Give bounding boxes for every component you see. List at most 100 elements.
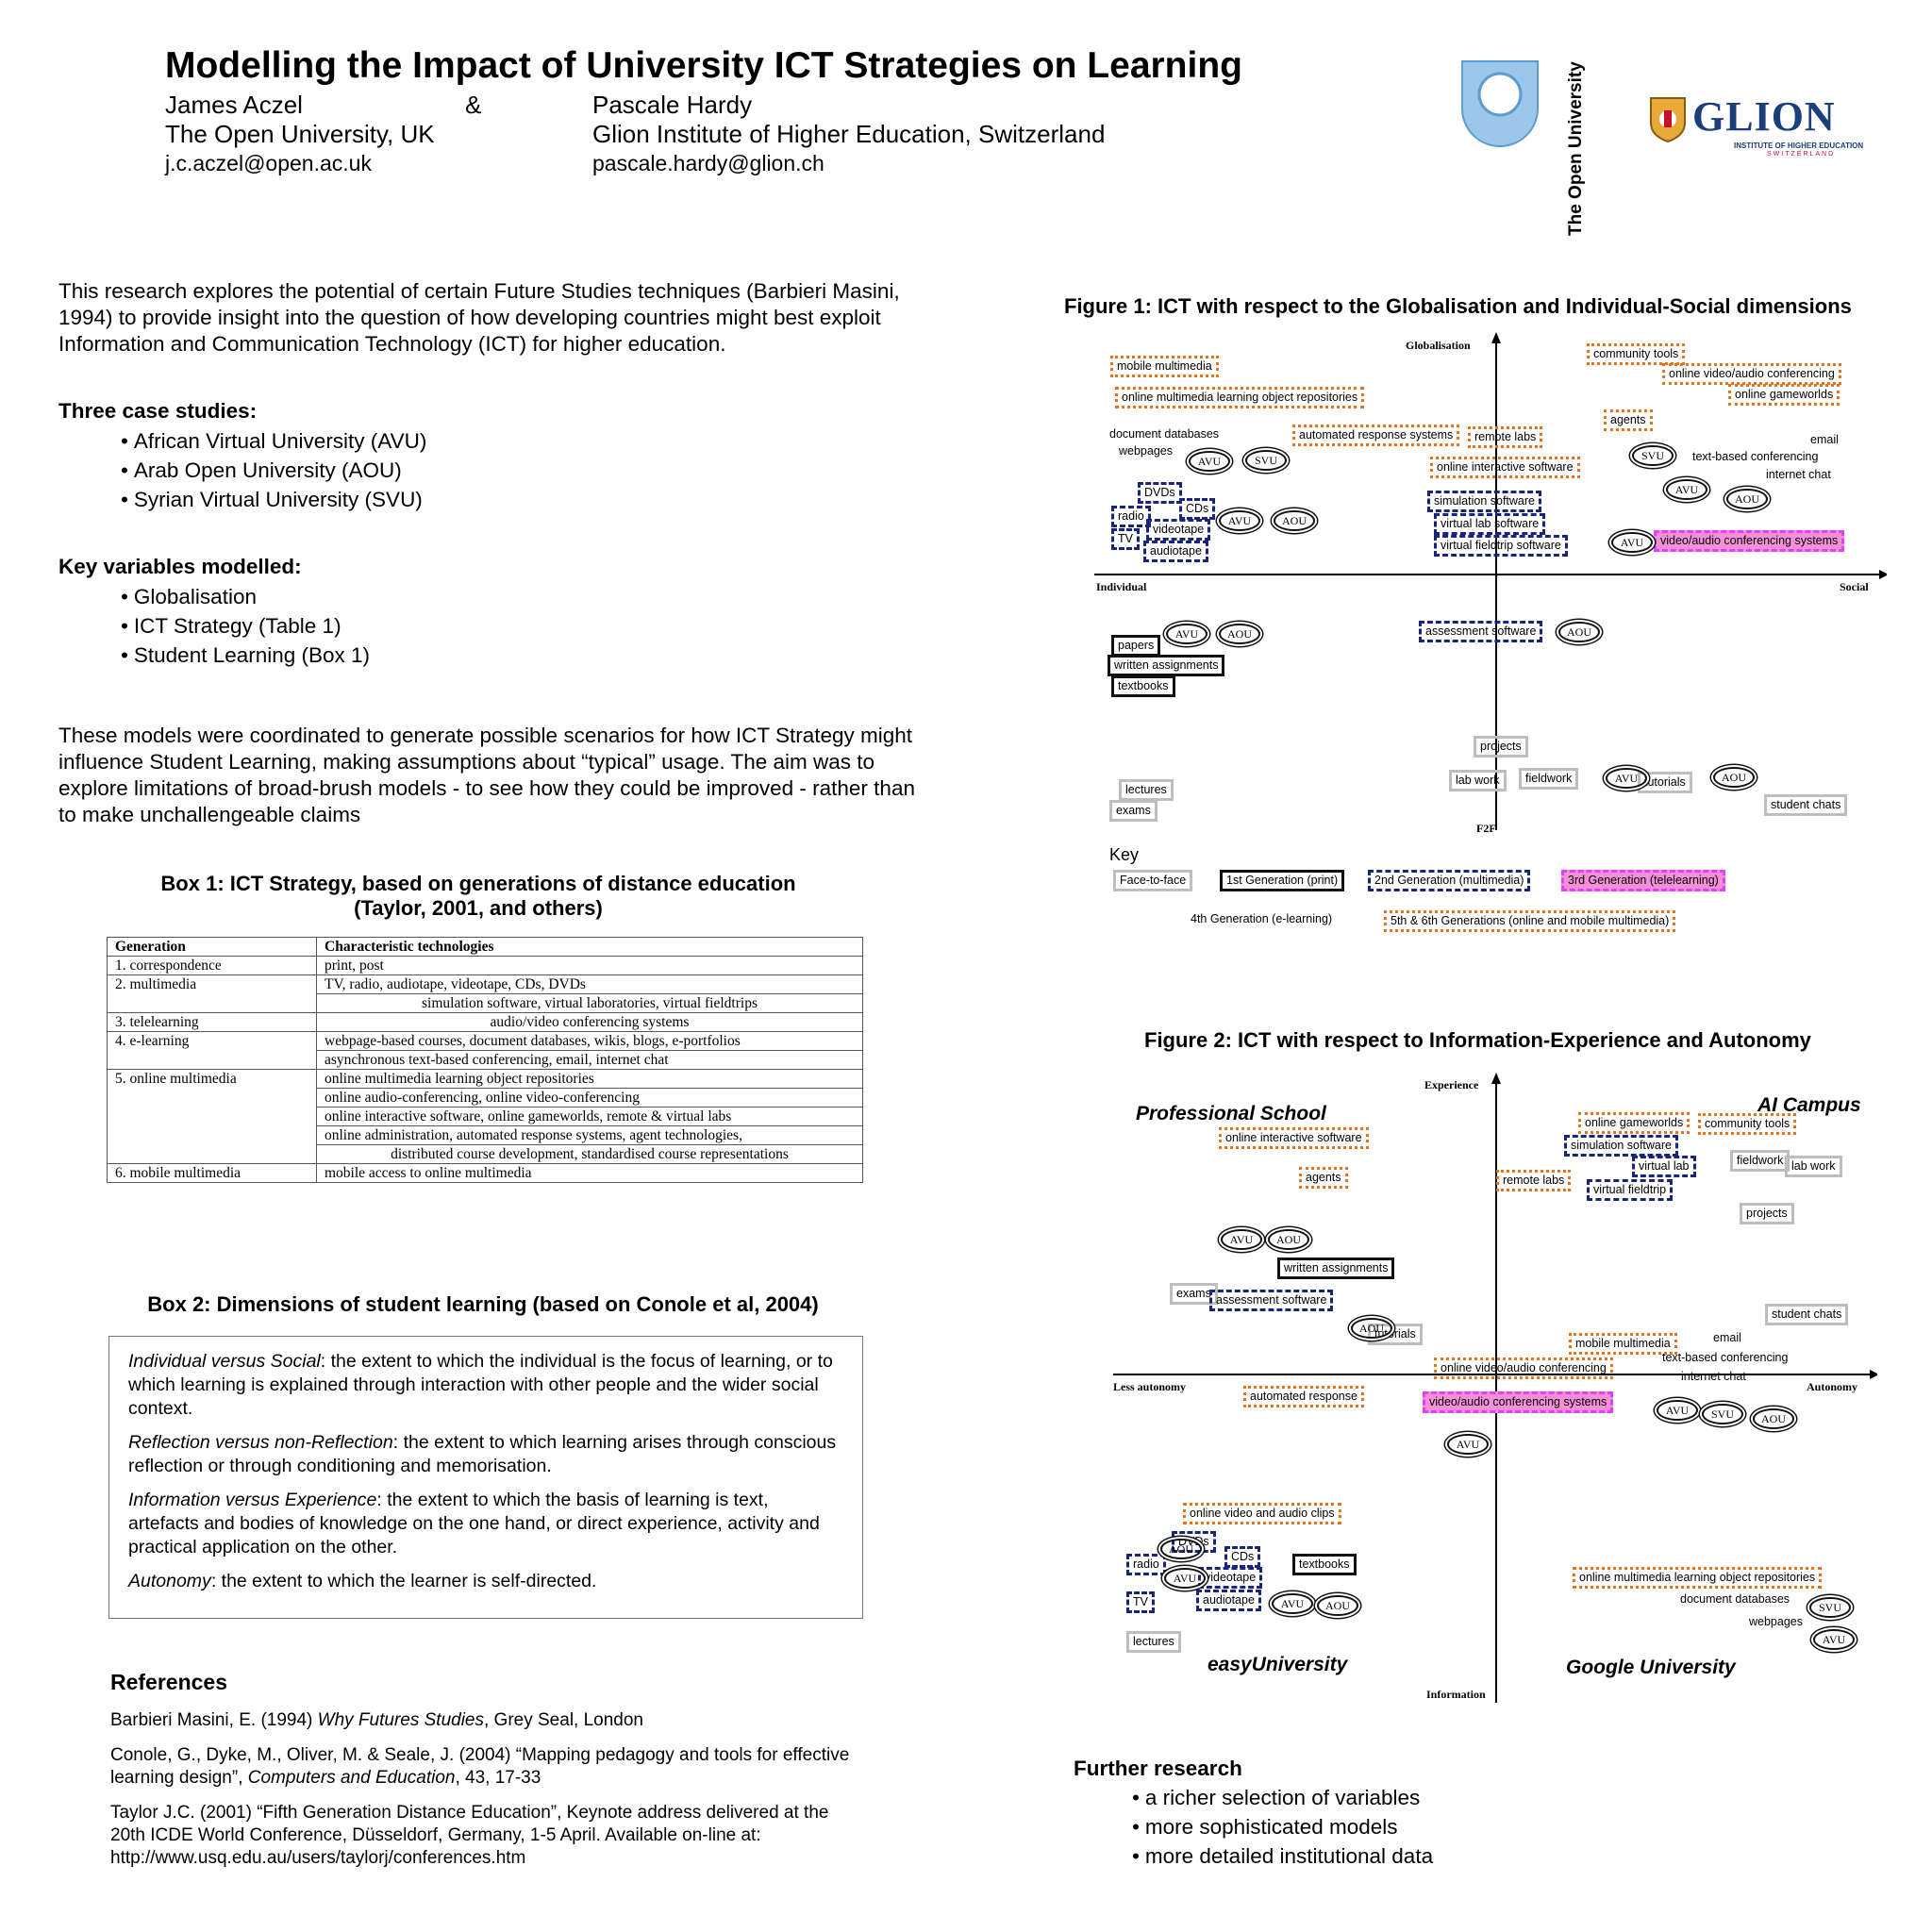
list-item: ICT Strategy (Table 1): [121, 611, 370, 641]
fig2-oval-avu: AVU: [1272, 1593, 1313, 1614]
box2-item: Autonomy: the extent to which the learne…: [128, 1570, 843, 1593]
box2-desc: : the extent to which the learner is sel…: [210, 1571, 597, 1591]
box2-term: Autonomy: [128, 1571, 211, 1591]
key-vars-list: Globalisation ICT Strategy (Table 1) Stu…: [121, 582, 370, 670]
fig2-label: audiotape: [1196, 1590, 1261, 1611]
fig2-oval-avu: AVU: [1447, 1434, 1489, 1455]
fig2-label: simulation software: [1564, 1135, 1678, 1157]
box2-item: Individual versus Social: the extent to …: [128, 1350, 843, 1421]
key-g56: 5th & 6th Generations (online and mobile…: [1384, 910, 1676, 932]
fig1-label: online multimedia learning object reposi…: [1115, 387, 1365, 408]
fig2-label: fieldwork: [1730, 1150, 1790, 1172]
fig1-oval-avu: AVU: [1606, 768, 1647, 789]
fig2-label: virtual fieldtrip: [1587, 1179, 1674, 1201]
box2-panel: Individual versus Social: the extent to …: [108, 1336, 863, 1619]
fig2-label: written assignments: [1277, 1257, 1395, 1279]
fig1-label: videotape: [1146, 519, 1211, 541]
list-item: Syrian Virtual University (SVU): [121, 485, 426, 514]
quadrant-ai-campus: AI Campus: [1757, 1094, 1861, 1116]
list-item: more detailed institutional data: [1132, 1841, 1433, 1871]
reference-item: Barbieri Masini, E. (1994) Why Futures S…: [110, 1709, 865, 1732]
author1-name: James Aczel: [165, 91, 303, 119]
generations-table: Generation Characteristic technologies 1…: [107, 937, 863, 1183]
author2-email: pascale.hardy@glion.ch: [592, 151, 824, 175]
table-cell: online audio-conferencing, online video-…: [316, 1088, 863, 1108]
fig1-label: student chats: [1764, 794, 1848, 816]
key-g2: 2nd Generation (multimedia): [1368, 870, 1531, 891]
fig1-oval-aou: AOU: [1274, 510, 1315, 531]
ampersand: &: [465, 91, 482, 119]
fig2-oval-aou: AOU: [1160, 1539, 1202, 1559]
fig2-label: TV: [1126, 1591, 1155, 1613]
fig1-axis-top: Globalisation: [1406, 339, 1471, 352]
open-university-logo-text: The Open University: [1566, 61, 1586, 236]
quadrant-google-university: Google University: [1566, 1657, 1736, 1678]
fig1-label: online gameworlds: [1728, 384, 1840, 406]
further-research-list: a richer selection of variables more sop…: [1132, 1783, 1433, 1871]
fig2-label: video/audio conferencing systems: [1423, 1391, 1614, 1413]
glion-name: GLION: [1692, 93, 1836, 140]
fig1-oval-svu: SVU: [1632, 445, 1674, 466]
fig1-label: radio: [1111, 506, 1151, 527]
table-row: 3. telelearning audio/video conferencing…: [107, 1012, 863, 1032]
list-item: more sophisticated models: [1132, 1812, 1433, 1841]
ref-italic: Why Futures Studies: [317, 1710, 484, 1730]
key-g4: 4th Generation (e-learning): [1191, 912, 1333, 925]
ref-text: Taylor J.C. (2001) “Fifth Generation Dis…: [110, 1803, 829, 1868]
fig2-oval-aou: AOU: [1317, 1595, 1358, 1616]
fig2-label: document databases: [1680, 1592, 1790, 1606]
fig2-axis-right: Autonomy: [1807, 1380, 1858, 1393]
fig1-label: document databases: [1109, 427, 1220, 441]
coordination-paragraph: These models were coordinated to generat…: [58, 724, 915, 826]
fig1-label: DVDs: [1138, 482, 1182, 504]
fig1-oval-avu: AVU: [1219, 510, 1260, 531]
fig1-oval-aou: AOU: [1219, 624, 1260, 644]
fig2-label: online video/audio conferencing: [1434, 1357, 1613, 1379]
list-item: African Virtual University (AVU): [121, 426, 427, 456]
fig1-label: textbooks: [1111, 675, 1175, 697]
fig2-oval-svu: SVU: [1702, 1404, 1743, 1424]
fig1-label: text-based conferencing: [1692, 450, 1819, 463]
table-cell: 3. telelearning: [107, 1012, 317, 1032]
fig1-key-heading: Key: [1109, 845, 1140, 864]
key-f2f: Face-to-face: [1113, 870, 1193, 891]
box1-title-line2: (Taylor, 2001, and others): [354, 896, 603, 920]
key-vars-heading: Key variables modelled:: [58, 555, 302, 578]
fig1-label: lectures: [1119, 779, 1174, 801]
fig1-oval-avu: AVU: [1166, 624, 1208, 644]
author2-block: Pascale Hardy Glion Institute of Higher …: [592, 91, 1105, 178]
table-cell: distributed course development, standard…: [316, 1144, 863, 1164]
fig2-label: agents: [1299, 1167, 1348, 1189]
further-research-heading: Further research: [1074, 1757, 1242, 1780]
table-row: 4. e-learning webpage-based courses, doc…: [107, 1031, 863, 1070]
list-item: Globalisation: [121, 582, 370, 611]
quadrant-easyuniversity: easyUniversity: [1208, 1654, 1348, 1675]
fig2-label: exams: [1170, 1283, 1218, 1305]
fig1-label: projects: [1474, 736, 1528, 758]
table-row: simulation software, virtual laboratorie…: [108, 993, 863, 1013]
case-studies-list: African Virtual University (AVU) Arab Op…: [121, 426, 427, 514]
list-item: Arab Open University (AOU): [121, 456, 426, 485]
table-row: online audio-conferencing, online video-…: [108, 1088, 863, 1108]
table-cell: simulation software, virtual laboratorie…: [316, 993, 863, 1013]
author2-affiliation: Glion Institute of Higher Education, Swi…: [592, 120, 1106, 148]
quadrant-professional-school: Professional School: [1136, 1103, 1326, 1124]
fig2-label: lab work: [1785, 1156, 1842, 1177]
box2-term: Reflection versus non-Reflection: [128, 1432, 393, 1453]
glion-sub1: INSTITUTE OF HIGHER EDUCATION: [1734, 142, 1864, 150]
fig1-label: audiotape: [1143, 541, 1208, 562]
references-list: Barbieri Masini, E. (1994) Why Futures S…: [110, 1709, 865, 1882]
case-studies-heading: Three case studies:: [58, 399, 258, 423]
fig1-label: agents: [1604, 409, 1653, 431]
box2-desc: : the extent to which the individual is …: [128, 1351, 833, 1419]
reference-item: Taylor J.C. (2001) “Fifth Generation Dis…: [110, 1802, 865, 1870]
fig1-label: online video/audio conferencing: [1662, 363, 1841, 385]
box2-title: Box 2: Dimensions of student learning (b…: [147, 1292, 819, 1316]
fig1-label: internet chat: [1766, 468, 1831, 481]
fig2-label: internet chat: [1681, 1370, 1746, 1383]
fig1-label: papers: [1111, 635, 1161, 657]
fig2-oval-aou: AOU: [1268, 1229, 1309, 1250]
fig2-oval-avu: AVU: [1813, 1629, 1855, 1650]
fig1-label: assessment software: [1419, 621, 1543, 642]
box1-title: Box 1: ICT Strategy, based on generation…: [106, 872, 851, 921]
